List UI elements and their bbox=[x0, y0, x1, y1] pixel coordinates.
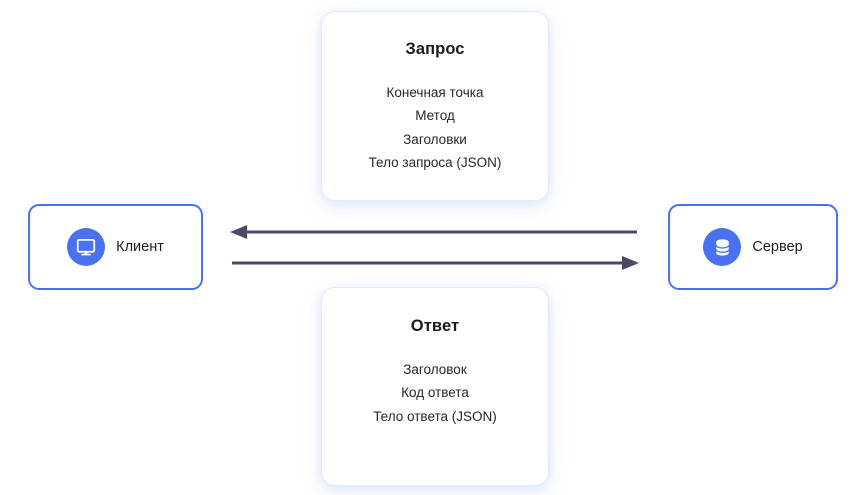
monitor-icon bbox=[67, 228, 106, 266]
request-item-headers: Заголовки bbox=[403, 131, 467, 147]
response-card-items: Заголовок Код ответа Тело ответа (JSON) bbox=[373, 358, 497, 429]
request-item-endpoint: Конечная точка bbox=[386, 84, 484, 100]
response-item-header: Заголовок bbox=[403, 361, 467, 377]
response-item-status-code: Код ответа bbox=[401, 385, 469, 401]
request-card: Запрос Конечная точка Метод Заголовки Те… bbox=[322, 12, 548, 200]
request-item-method: Метод bbox=[415, 108, 455, 124]
client-node-label: Клиент bbox=[116, 239, 164, 255]
server-node-inner: Сервер bbox=[703, 228, 803, 266]
client-node: Клиент bbox=[28, 204, 203, 290]
response-card-title: Ответ bbox=[410, 317, 460, 335]
request-card-items: Конечная точка Метод Заголовки Тело запр… bbox=[369, 81, 502, 175]
request-item-body: Тело запроса (JSON) bbox=[368, 155, 502, 171]
server-node-label: Сервер bbox=[752, 239, 803, 255]
response-item-body: Тело ответа (JSON) bbox=[373, 408, 497, 424]
response-card: Ответ Заголовок Код ответа Тело ответа (… bbox=[322, 288, 548, 485]
server-node: Сервер bbox=[668, 204, 838, 290]
request-card-title: Запрос bbox=[405, 40, 465, 58]
response-arrow bbox=[230, 225, 637, 239]
client-node-inner: Клиент bbox=[67, 228, 164, 266]
database-icon bbox=[703, 228, 742, 266]
request-arrow bbox=[232, 256, 639, 270]
